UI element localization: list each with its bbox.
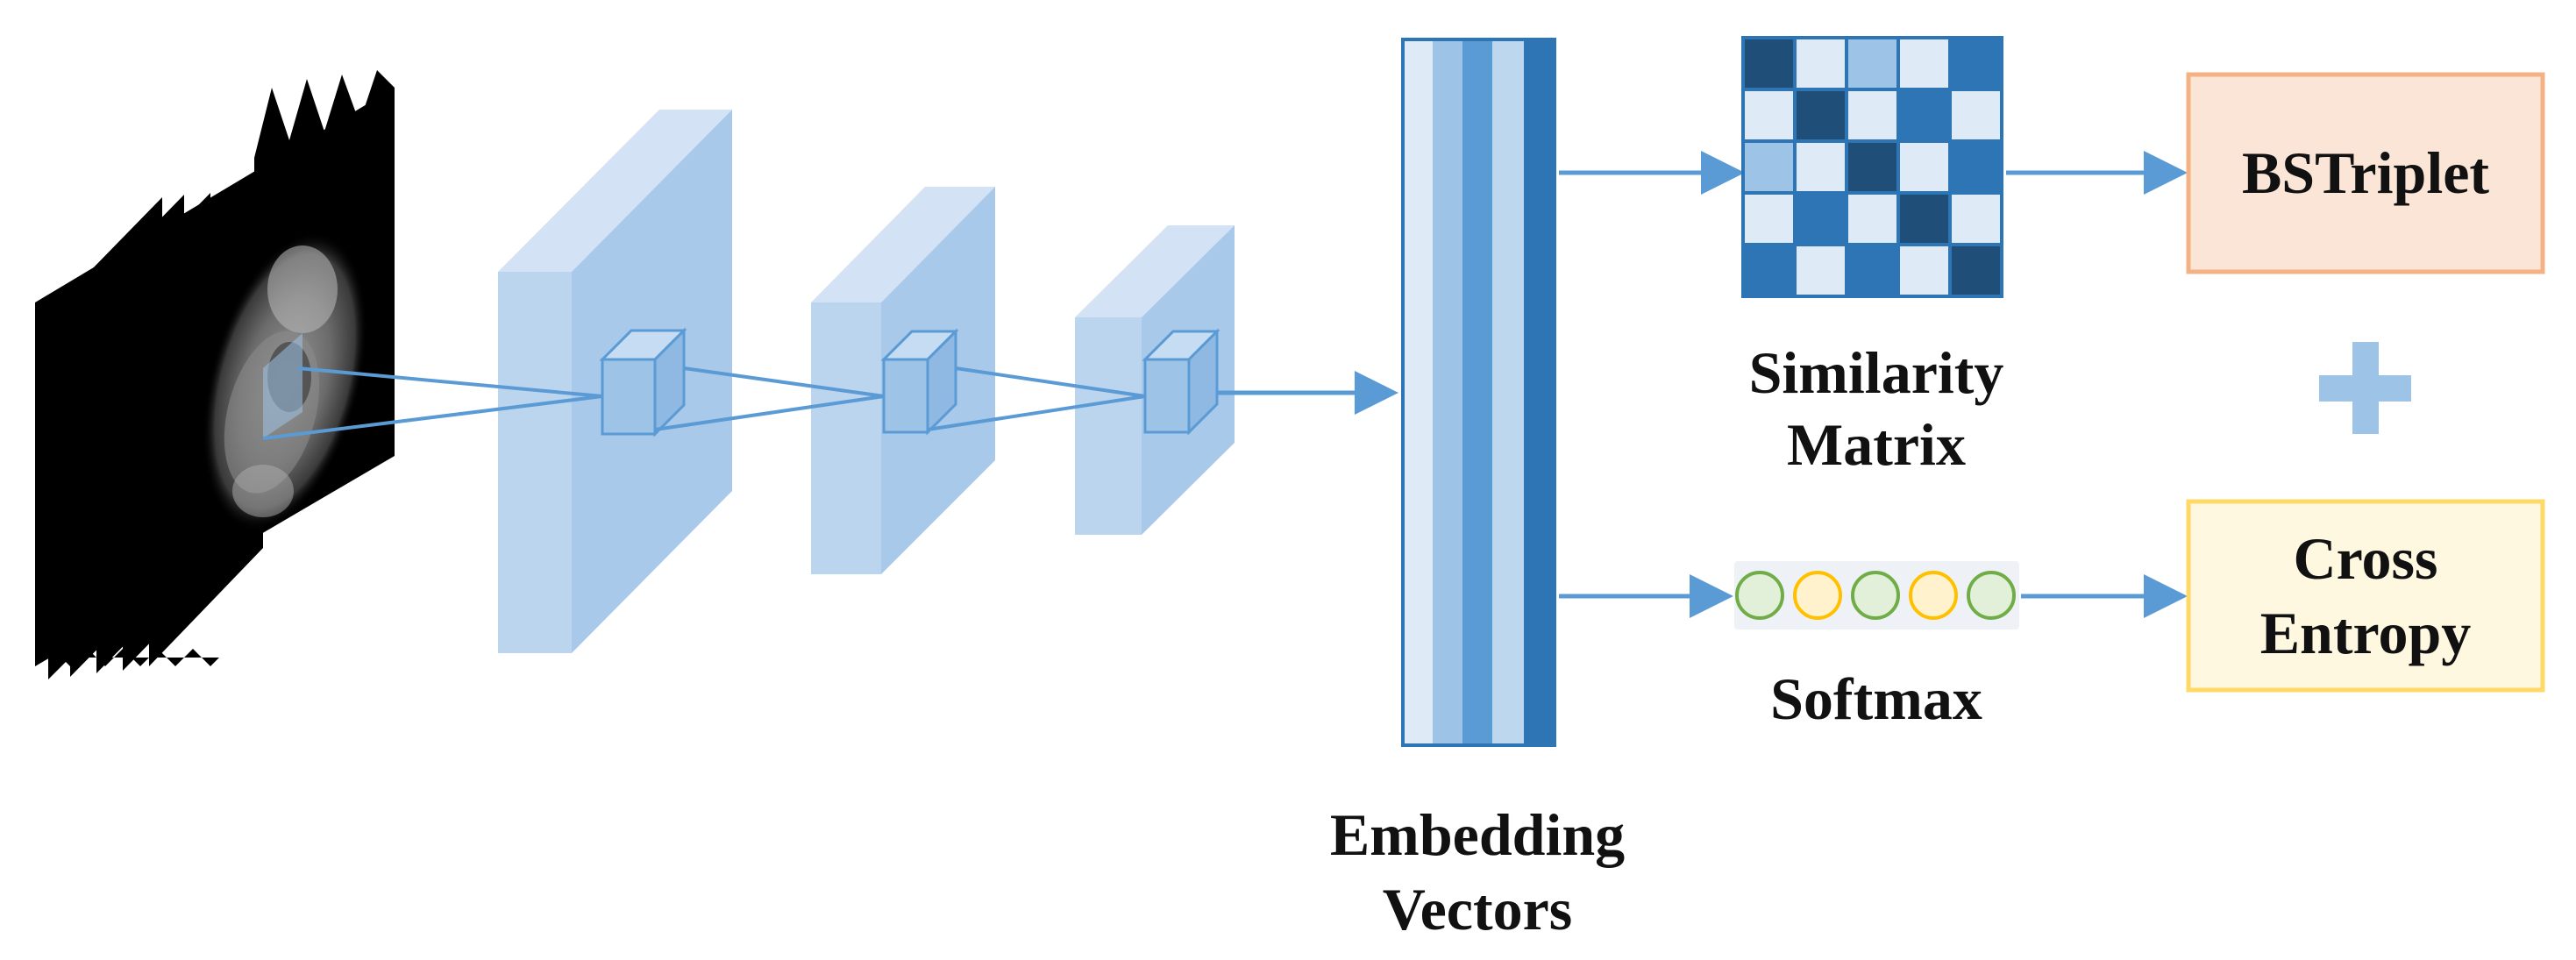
- similarity-cell: [1900, 246, 1948, 295]
- similarity-cell: [1797, 91, 1845, 139]
- similarity-cell: [1848, 195, 1896, 243]
- similarity-cell: [1952, 91, 2000, 139]
- similarity-cell: [1745, 143, 1793, 191]
- similarity-label-line1: Similarity: [1749, 339, 2004, 406]
- kernel-cube-3: [1142, 328, 1220, 436]
- softmax-vector: [1734, 561, 2019, 629]
- softmax-node: [1851, 571, 1900, 620]
- flow-arrows: [1217, 151, 2188, 618]
- cross-entropy-label-line1: Cross: [2294, 525, 2438, 592]
- softmax-node: [1967, 571, 2016, 620]
- similarity-cell: [1952, 246, 2000, 295]
- embedding-stripe: [1524, 39, 1555, 745]
- embedding-vectors: [1401, 38, 1556, 747]
- similarity-cell: [1848, 39, 1896, 88]
- kernel-cube-2: [880, 328, 959, 436]
- similarity-cell: [1848, 246, 1896, 295]
- embedding-stripe: [1433, 39, 1462, 745]
- similarity-cell: [1797, 195, 1845, 243]
- embedding-label-line2: Vectors: [1383, 876, 1573, 942]
- embedding-label-line1: Embedding: [1330, 801, 1625, 868]
- embedding-stripe: [1403, 39, 1433, 745]
- softmax-node: [1735, 571, 1784, 620]
- kernel-cube-1: [599, 327, 687, 437]
- receptive-field-lines: [262, 366, 1146, 440]
- embedding-stripe: [1462, 39, 1492, 745]
- similarity-cell: [1848, 143, 1896, 191]
- bstriplet-label: BSTriplet: [2242, 139, 2489, 206]
- similarity-cell: [1797, 246, 1845, 295]
- similarity-cell: [1952, 195, 2000, 243]
- mri-slice-stack: [35, 70, 395, 679]
- softmax-node: [1909, 571, 1958, 620]
- cross-entropy-label-line2: Entropy: [2260, 600, 2472, 666]
- similarity-cell: [1900, 39, 1948, 88]
- cross-entropy-loss-box: Cross Entropy: [2186, 499, 2545, 693]
- similarity-cell: [1952, 143, 2000, 191]
- plus-sign: [2319, 342, 2411, 434]
- mri-front-slice: [35, 70, 395, 666]
- similarity-cell: [1745, 195, 1793, 243]
- similarity-cell: [1797, 39, 1845, 88]
- embedding-stripe: [1492, 39, 1524, 745]
- softmax-label: Softmax: [1770, 665, 1982, 732]
- similarity-cell: [1745, 91, 1793, 139]
- similarity-cell: [1797, 143, 1845, 191]
- brain-scan: [203, 231, 367, 531]
- similarity-cell: [1745, 39, 1793, 88]
- similarity-cell: [1900, 143, 1948, 191]
- bstriplet-loss-box: BSTriplet: [2186, 72, 2545, 274]
- similarity-cell: [1952, 39, 2000, 88]
- softmax-node: [1793, 571, 1842, 620]
- similarity-label-line2: Matrix: [1787, 411, 1966, 478]
- similarity-cell: [1745, 246, 1793, 295]
- similarity-cell: [1900, 91, 1948, 139]
- similarity-matrix: [1741, 36, 2003, 298]
- similarity-cell: [1848, 91, 1896, 139]
- similarity-cell: [1900, 195, 1948, 243]
